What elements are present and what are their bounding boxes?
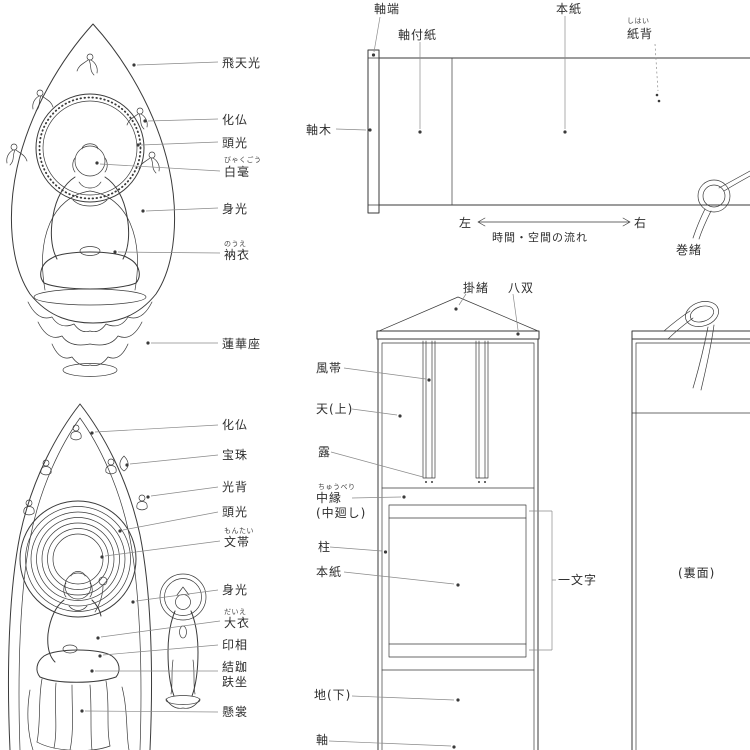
label-byakugo-ruby: びゃくごう	[224, 155, 262, 164]
label-shihai: 紙背	[627, 26, 653, 41]
timeline-arrow	[477, 217, 631, 227]
front-body-inner	[381, 342, 535, 750]
leader-lines-bottom-left	[80, 424, 221, 713]
label-kebutsu-2: 化仏	[222, 418, 248, 432]
lotus-seat	[27, 288, 153, 377]
label-hitenko: 飛天光	[222, 56, 261, 70]
buddha-halo-diagram-bottom: 化仏 宝珠 光背 頭光 もんたい 文帯 身光 だいえ 大衣 印相 結跏 趺坐 懸…	[7, 403, 254, 750]
label-kekkafuza-1: 結跏	[222, 659, 248, 674]
label-shihai-ruby: しはい	[627, 17, 650, 25]
hanging-scroll-diagram: 掛緒 八双 風帯 天(上) 露 ちゅうべり 中縁 (中廻し) 柱 本紙 一文字 …	[314, 280, 750, 750]
label-left: 左	[459, 215, 472, 230]
mandorla-outline	[10, 23, 176, 324]
label-kohai: 光背	[222, 480, 248, 494]
label-chi: 地(下)	[314, 688, 351, 702]
back-view	[631, 301, 750, 750]
scroll-roller	[367, 49, 380, 214]
label-hashira: 柱	[318, 539, 331, 554]
label-jikugi: 軸木	[306, 123, 332, 137]
label-futai: 風帯	[316, 361, 342, 375]
label-shinko-1: 身光	[222, 201, 248, 216]
attendant-figure	[159, 573, 207, 709]
label-chumawashi: (中廻し)	[316, 505, 366, 520]
halo-rings	[19, 500, 137, 618]
label-shinko-2: 身光	[222, 582, 248, 597]
jewel	[119, 455, 129, 472]
label-ten: 天(上)	[316, 402, 353, 416]
pointed-mandorla-outer	[7, 403, 153, 750]
buddha-figure	[40, 143, 140, 290]
buddha-halo-diagram-top: 飛天光 化仏 頭光 びゃくごう 白毫 身光 のうえ 衲衣 蓮華座	[6, 23, 262, 377]
head-halo-rings	[35, 93, 145, 203]
body-halo	[42, 190, 138, 291]
label-zuko-1: 頭光	[222, 136, 248, 150]
label-honshi-kakejiku: 本紙	[316, 564, 342, 579]
honshi-frame	[388, 504, 527, 658]
label-inso: 印相	[222, 638, 248, 652]
label-hoju: 宝珠	[222, 448, 248, 462]
top-rod-hasso	[376, 330, 540, 340]
hanging-cord-triangle	[378, 296, 539, 332]
futai-strips	[422, 340, 489, 483]
label-makio: 巻緒	[676, 242, 702, 257]
label-daie: 大衣	[224, 615, 250, 630]
label-kemo: 懸裳	[222, 705, 248, 719]
label-rengeza: 蓮華座	[222, 336, 261, 351]
label-honshi-makimono: 本紙	[556, 1, 582, 16]
hanging-drapery	[36, 678, 111, 750]
back-cord	[663, 301, 719, 391]
label-chuberi-ruby: ちゅうべり	[318, 483, 356, 491]
ichimonji-bracket	[529, 510, 556, 651]
label-hasso: 八双	[508, 281, 534, 295]
label-zuko-2: 頭光	[222, 505, 248, 519]
label-jikutan: 軸端	[374, 2, 400, 16]
label-flow: 時間・空間の流れ	[492, 230, 588, 244]
ichimonji-seams	[388, 517, 527, 645]
front-body-outer	[377, 338, 539, 750]
label-rimen: (裏面)	[678, 565, 715, 580]
makio-cord	[692, 170, 750, 240]
leader-lines-kakejiku	[328, 293, 520, 749]
label-byakugo: 白毫	[224, 164, 250, 179]
main-figure	[27, 571, 130, 750]
label-kebutsu-1: 化仏	[222, 113, 248, 127]
label-noe-ruby: のうえ	[224, 240, 247, 248]
handscroll-diagram: 軸端 軸付紙 本紙 しはい 紙背 軸木 左 右 時間・空間の流れ 巻緒	[306, 1, 750, 257]
label-montai: 文帯	[224, 534, 250, 549]
label-daie-ruby: だいえ	[224, 608, 247, 616]
label-noe: 衲衣	[224, 247, 250, 262]
pointed-mandorla-inner	[18, 417, 142, 750]
label-jikutsukegami: 軸付紙	[398, 27, 437, 42]
label-chuberi: 中縁	[316, 490, 342, 505]
label-jiku: 軸	[316, 733, 329, 747]
label-right: 右	[634, 215, 647, 230]
label-kakeo: 掛緒	[463, 280, 489, 295]
label-montai-ruby: もんたい	[224, 527, 254, 535]
label-tsuyu: 露	[318, 445, 331, 459]
leader-lines-handscroll	[335, 16, 661, 134]
leader-lines-top-left	[95, 61, 221, 345]
scroll-body	[378, 57, 750, 206]
label-kekkafuza-2: 趺坐	[222, 674, 248, 689]
label-ichimonji: 一文字	[558, 572, 597, 587]
